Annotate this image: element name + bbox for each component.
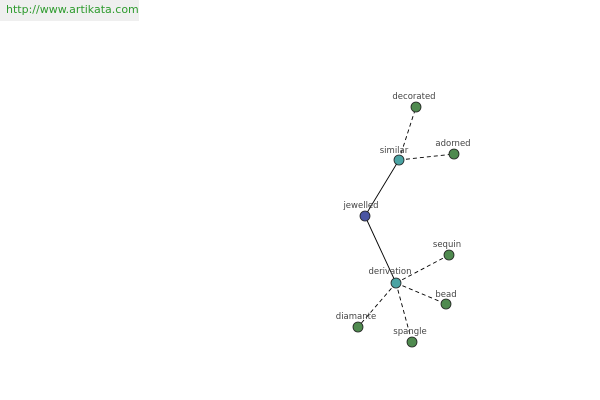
node-decorated-label[interactable]: decorated: [392, 92, 435, 102]
node-adorned[interactable]: adorned: [435, 139, 471, 160]
node-derivation-dot[interactable]: [390, 277, 402, 289]
node-spangle-label[interactable]: spangle: [393, 327, 426, 337]
node-bead-label[interactable]: bead: [435, 290, 456, 300]
node-spangle[interactable]: spangle: [393, 327, 427, 348]
graph-nodes: jewelled similar derivation decorated adorne…: [336, 92, 471, 348]
edge-jewelled-derivation: [364, 215, 397, 284]
edge-jewelled-similar: [364, 159, 400, 217]
node-jewelled-label[interactable]: jewelled: [342, 201, 378, 211]
edge-similar-decorated: [398, 106, 417, 161]
node-sequin[interactable]: sequin: [433, 240, 461, 261]
node-spangle-dot[interactable]: [406, 336, 418, 348]
node-diamante-label[interactable]: diamante: [336, 312, 376, 322]
node-derivation[interactable]: derivation: [368, 267, 412, 289]
node-adorned-dot[interactable]: [448, 148, 460, 160]
node-similar[interactable]: similar: [380, 146, 409, 166]
node-derivation-label[interactable]: derivation: [368, 267, 411, 277]
edge-derivation-bead: [395, 282, 447, 305]
edge-derivation-sequin: [395, 254, 450, 284]
node-bead[interactable]: bead: [435, 290, 457, 310]
node-jewelled[interactable]: jewelled: [342, 201, 379, 222]
edge-derivation-spangle: [395, 282, 413, 343]
node-diamante-dot[interactable]: [352, 321, 364, 333]
graph-edges: [357, 106, 455, 343]
edge-similar-adorned: [398, 153, 455, 161]
node-sequin-dot[interactable]: [443, 249, 455, 261]
node-similar-label[interactable]: similar: [380, 146, 409, 156]
site-url-link[interactable]: http://www.artikata.com: [0, 0, 139, 21]
node-decorated-dot[interactable]: [410, 101, 422, 113]
node-diamante[interactable]: diamante: [336, 312, 376, 333]
edge-derivation-diamante: [357, 282, 397, 328]
node-jewelled-dot[interactable]: [359, 210, 371, 222]
node-decorated[interactable]: decorated: [392, 92, 436, 113]
node-bead-dot[interactable]: [440, 298, 452, 310]
node-adorned-label[interactable]: adorned: [435, 139, 470, 149]
node-sequin-label[interactable]: sequin: [433, 240, 461, 250]
node-similar-dot[interactable]: [393, 154, 405, 166]
